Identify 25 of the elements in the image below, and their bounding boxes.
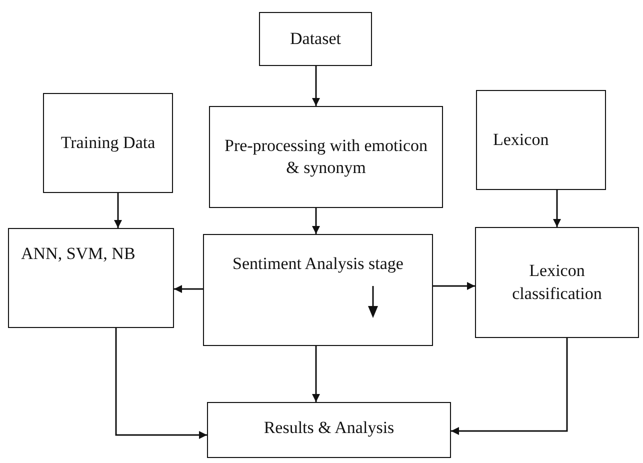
- process-box: [43, 93, 173, 193]
- box-label: ANN, SVM, NB: [21, 243, 136, 265]
- box-label: Training Data: [60, 132, 156, 154]
- arrow: [433, 282, 475, 290]
- box-label: Sentiment Analysis stage: [232, 253, 404, 275]
- arrow: [312, 346, 320, 402]
- process-box: [8, 228, 174, 328]
- process-box: [475, 227, 639, 338]
- arrow: [553, 190, 561, 227]
- process-box: [209, 106, 443, 208]
- box-label: Lexicon classification: [511, 260, 603, 304]
- process-box: [259, 12, 372, 66]
- process-box: [476, 90, 606, 190]
- arrow: [115, 328, 207, 439]
- arrow: [312, 208, 320, 234]
- arrow: [312, 66, 320, 106]
- box-label: Pre-processing with emoticon & synonym: [223, 134, 428, 179]
- arrow: [174, 285, 203, 293]
- box-label: Dataset: [290, 28, 341, 50]
- arrow: [114, 193, 122, 228]
- process-box: [207, 402, 451, 458]
- process-box: [203, 234, 433, 346]
- box-label: Lexicon: [493, 128, 549, 151]
- box-label: Results & Analysis: [264, 417, 394, 439]
- arrow: [451, 338, 568, 435]
